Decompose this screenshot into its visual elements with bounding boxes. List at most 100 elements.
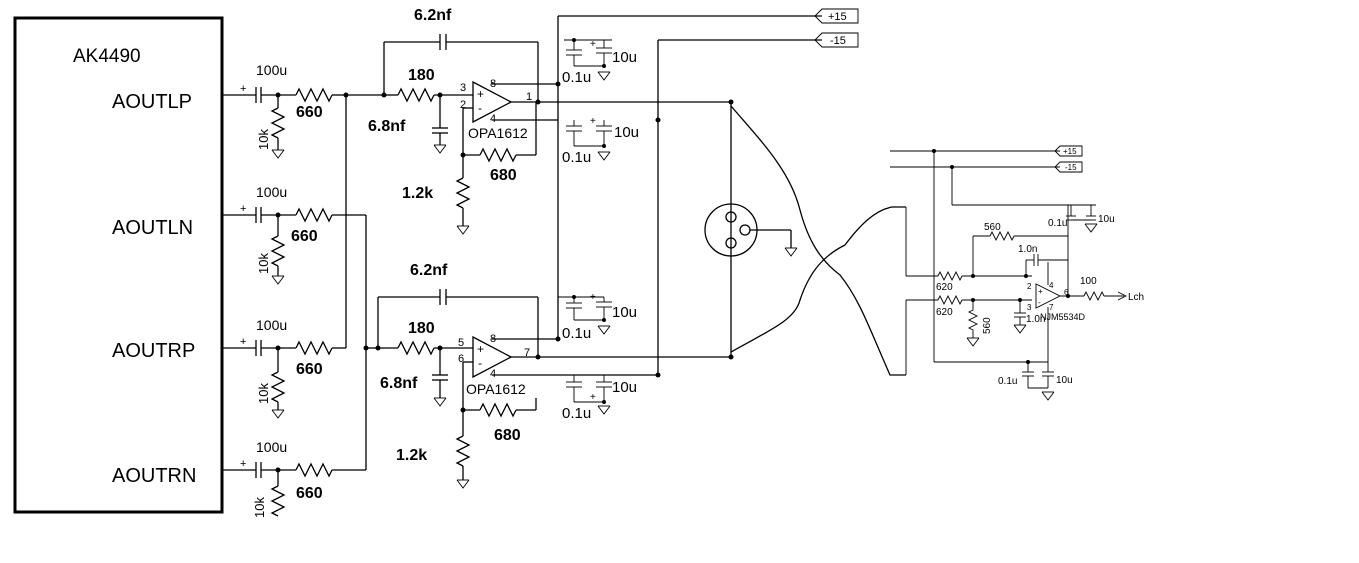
rail-label-neg: -15 bbox=[830, 35, 846, 47]
shunt-label: 10k bbox=[256, 253, 271, 274]
output-label: Lch bbox=[1128, 292, 1144, 303]
input-stage-aoutrn: + 660 100u 10k bbox=[222, 439, 366, 518]
cap-label: 100u bbox=[256, 317, 287, 333]
rail-label-neg: -15 bbox=[1065, 163, 1077, 172]
decoupling-caps-4: + 10u 0.1u bbox=[562, 375, 637, 422]
filter-rg-label: 1.2k bbox=[396, 447, 427, 464]
svg-text:+: + bbox=[240, 336, 246, 348]
shunt-label: 10k bbox=[252, 497, 267, 518]
crossover-wires bbox=[730, 105, 906, 376]
pin-number: 6 bbox=[458, 353, 464, 365]
svg-text:+: + bbox=[240, 458, 246, 470]
res-label: 620 bbox=[936, 307, 953, 318]
input-stage-aoutlp: + 100u 660 10k bbox=[222, 62, 346, 159]
filter-cgnd-label: 6.8nf bbox=[368, 118, 406, 135]
filter-cgnd-label: 6.8nf bbox=[380, 375, 418, 392]
pin-number: 2 bbox=[460, 99, 466, 111]
filter-stage-2: 6.2nf 180 6.8nf + - 5 6 7 8 4 OPA1612 68… bbox=[375, 262, 731, 489]
cap-label: 0.1u bbox=[562, 149, 591, 166]
res-label: 660 bbox=[296, 104, 323, 121]
pin-number: 2 bbox=[1027, 282, 1032, 291]
shunt-label: 10k bbox=[256, 129, 271, 150]
filter-cfb-label: 6.2nf bbox=[414, 7, 452, 24]
decoupling-caps-1: + 10u 0.1u bbox=[562, 38, 637, 86]
dac-chip-box bbox=[13, 16, 224, 514]
xlr-connector bbox=[704, 99, 798, 360]
res-label: 660 bbox=[296, 361, 323, 378]
cap-label: 0.1u bbox=[562, 325, 591, 342]
decoupling-caps-2: + 10u 0.1u bbox=[562, 116, 639, 166]
cap-label: 10u bbox=[1098, 214, 1115, 225]
cap-label: 100u bbox=[256, 62, 287, 78]
svg-text:+: + bbox=[477, 87, 484, 101]
svg-text:-: - bbox=[478, 101, 482, 115]
svg-text:-: - bbox=[478, 356, 482, 370]
pin-label-aoutrn: AOUTRN bbox=[112, 465, 196, 487]
opamp-label: OPA1612 bbox=[466, 381, 526, 397]
cap-label: 100u bbox=[256, 184, 287, 200]
filter-rg-label: 1.2k bbox=[402, 185, 433, 202]
res-label: 660 bbox=[296, 485, 323, 502]
opamp-symbol bbox=[472, 80, 513, 124]
res-label: 100 bbox=[1080, 276, 1097, 287]
res-label: 560 bbox=[982, 317, 993, 334]
opamp-label: OPA1612 bbox=[468, 125, 528, 141]
svg-text:+: + bbox=[590, 392, 596, 403]
pin-label-aoutlp: AOUTLP bbox=[112, 91, 192, 113]
svg-text:+: + bbox=[590, 292, 596, 303]
pin-number: 1 bbox=[526, 91, 532, 103]
filter-rin-label: 180 bbox=[408, 67, 435, 84]
pin-number: 5 bbox=[458, 337, 464, 349]
cap-label: 10u bbox=[1056, 375, 1073, 386]
res-label: 620 bbox=[936, 282, 953, 293]
svg-text:+: + bbox=[240, 83, 246, 95]
cap-label: 0.1u bbox=[998, 376, 1017, 387]
power-rails: +15 -15 bbox=[555, 8, 859, 378]
opamp-symbol bbox=[1035, 283, 1062, 309]
rail-tag-pos bbox=[814, 8, 859, 24]
cap-label: 1.0n bbox=[1018, 244, 1037, 255]
input-stage-aoutrp: + 100u 660 10k bbox=[222, 317, 346, 419]
pin-number: 4 bbox=[490, 368, 496, 380]
pin-number: 3 bbox=[460, 82, 466, 94]
cap-label: 100u bbox=[256, 439, 287, 455]
res-label: 660 bbox=[291, 228, 318, 245]
pin-number: 7 bbox=[524, 347, 530, 359]
svg-text:+: + bbox=[240, 203, 246, 215]
filter-rfb-label: 680 bbox=[490, 167, 517, 184]
rail-tag-neg bbox=[814, 32, 859, 48]
decoupling-caps-3: + 10u 0.1u bbox=[558, 292, 637, 342]
filter-stage-1: 6.2nf 180 6.8nf + - 3 2 1 8 4 OPA1612 68… bbox=[368, 7, 731, 235]
svg-text:+: + bbox=[590, 39, 596, 50]
input-cross-wires bbox=[343, 92, 384, 470]
opamp-symbol bbox=[472, 335, 513, 379]
cap-label: 1.0n bbox=[1026, 314, 1045, 325]
input-stage-aoutln: + 100u 660 10k bbox=[222, 184, 366, 285]
svg-text:+: + bbox=[590, 116, 596, 127]
rail-label-pos: +15 bbox=[1063, 147, 1077, 156]
cap-label: 0.1u bbox=[562, 69, 591, 86]
pin-number: 4 bbox=[490, 113, 496, 125]
cap-label: 10u bbox=[612, 379, 637, 396]
pin-number: 3 bbox=[1027, 303, 1032, 312]
svg-text:+: + bbox=[477, 342, 484, 356]
shunt-label: 10k bbox=[256, 383, 271, 404]
pin-label-aoutln: AOUTLN bbox=[112, 217, 193, 239]
svg-text:-: - bbox=[1038, 298, 1041, 307]
res-label: 560 bbox=[984, 222, 1001, 233]
cap-label: 0.1u bbox=[562, 405, 591, 422]
rail-label-pos: +15 bbox=[828, 11, 847, 23]
filter-rin-label: 180 bbox=[408, 320, 435, 337]
cap-label: 10u bbox=[614, 124, 639, 141]
filter-rfb-label: 680 bbox=[494, 427, 521, 444]
pin-label-aoutrp: AOUTRP bbox=[112, 340, 195, 362]
cap-label: 10u bbox=[612, 49, 637, 66]
pin-number: 4 bbox=[1049, 281, 1054, 290]
output-stage: +15 -15 620 620 560 1.0n bbox=[890, 145, 1144, 401]
pin-number: 7 bbox=[1049, 303, 1054, 312]
pin-number: 6 bbox=[1064, 288, 1069, 297]
chip-name: AK4490 bbox=[73, 46, 141, 67]
filter-cfb-label: 6.2nf bbox=[410, 262, 448, 279]
cap-label: 0.1u bbox=[1048, 218, 1067, 229]
